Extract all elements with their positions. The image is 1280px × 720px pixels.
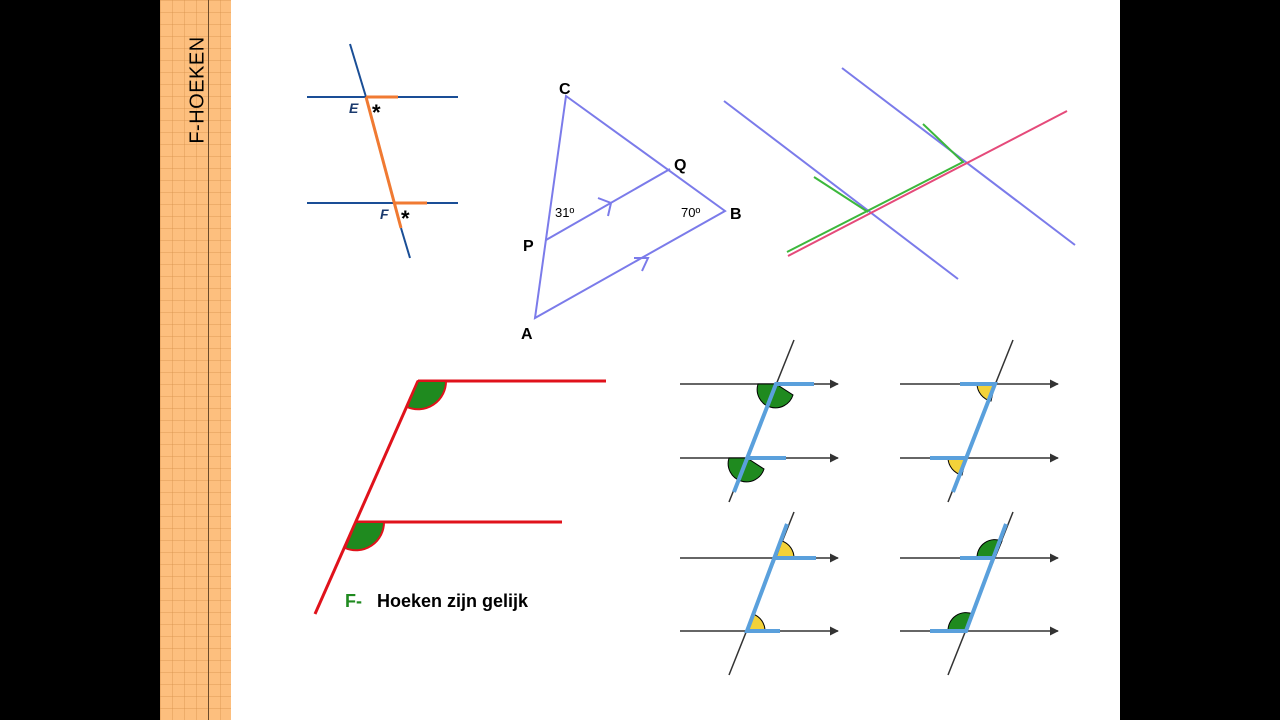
transversal-highlight: [364, 96, 403, 229]
f-variant-bottom-left: [680, 511, 839, 676]
angle-sector-top: [405, 380, 448, 411]
angle-b-value: 70º: [681, 205, 700, 220]
f-variant-top-left: [680, 339, 839, 503]
angle-sector-bottom: [343, 521, 386, 552]
label-a: A: [521, 326, 533, 343]
label-f: F: [380, 206, 389, 222]
transversal-upper: [349, 43, 367, 98]
parallel-arrow-pq: [597, 197, 613, 217]
diagram-canvas: E * F * C Q B P A 31º 70º: [307, 43, 1076, 676]
f-variant-top-right: [900, 339, 1059, 503]
caption-text: Hoeken zijn gelijk: [377, 591, 529, 611]
figure-red-f: F- Hoeken zijn gelijk: [313, 379, 606, 615]
angle-lower: [727, 457, 765, 483]
label-q: Q: [674, 157, 686, 174]
label-b: B: [730, 206, 742, 223]
transversal-lower: [400, 227, 411, 259]
figure-triangle: C Q B P A 31º 70º: [521, 81, 742, 343]
segment-pq: [545, 168, 671, 241]
figure-crossing-lines: [723, 67, 1076, 280]
green-f-shape: [786, 123, 965, 253]
figure-ef-parallel-lines: E * F *: [307, 43, 458, 259]
f-highlight: [951, 382, 998, 493]
angle-upper: [756, 383, 794, 409]
red-transversal: [313, 380, 420, 615]
f-highlight: [744, 523, 789, 633]
angle-mark-e: *: [372, 100, 381, 125]
triangle-abc: [533, 94, 727, 320]
angle-mark-f: *: [401, 206, 410, 231]
green-f-arm: [813, 176, 869, 213]
sidebar-margin-line: [208, 0, 209, 720]
label-e: E: [349, 100, 359, 116]
f-variant-bottom-right: [900, 511, 1059, 676]
label-c: C: [559, 81, 571, 98]
parallel-arrow-ab: [634, 257, 650, 272]
caption-letter: F-: [345, 591, 362, 611]
violet-line-left: [723, 100, 959, 280]
label-p: P: [523, 238, 534, 255]
pink-transversal: [787, 110, 1068, 257]
angle-p-value: 31º: [555, 205, 574, 220]
slide: F-HOEKEN E * F * C Q: [160, 0, 1120, 720]
sidebar: F-HOEKEN: [160, 0, 231, 720]
